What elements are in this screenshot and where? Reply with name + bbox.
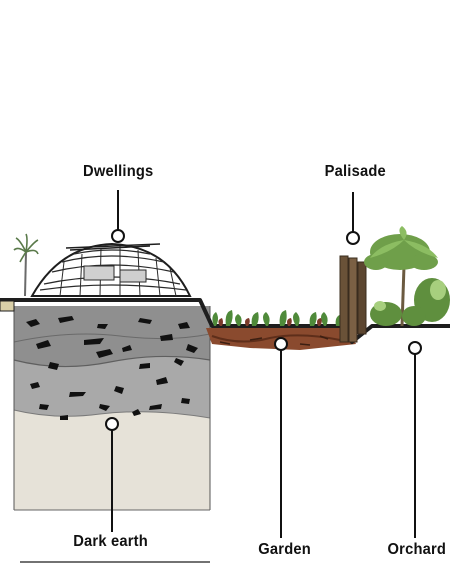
garden-plants <box>212 310 343 326</box>
dark-earth-label: Dark earth <box>73 533 148 550</box>
garden-marker <box>274 337 288 351</box>
orchard-tree-icon <box>364 226 450 327</box>
palisade-posts-icon <box>339 255 367 343</box>
dark-earth-profile <box>13 306 211 563</box>
orchard-marker <box>408 341 422 355</box>
dwelling-hut-icon <box>30 242 192 297</box>
dwellings-marker <box>111 229 125 243</box>
dark-earth-marker <box>105 417 119 431</box>
palisade-label: Palisade <box>324 163 386 180</box>
orchard-label: Orchard <box>387 541 447 558</box>
palisade-marker <box>346 231 360 245</box>
ground-edge-block <box>0 300 15 312</box>
palm-tree-icon <box>13 233 39 297</box>
garden-label: Garden <box>258 541 311 558</box>
dwellings-label: Dwellings <box>83 163 154 180</box>
